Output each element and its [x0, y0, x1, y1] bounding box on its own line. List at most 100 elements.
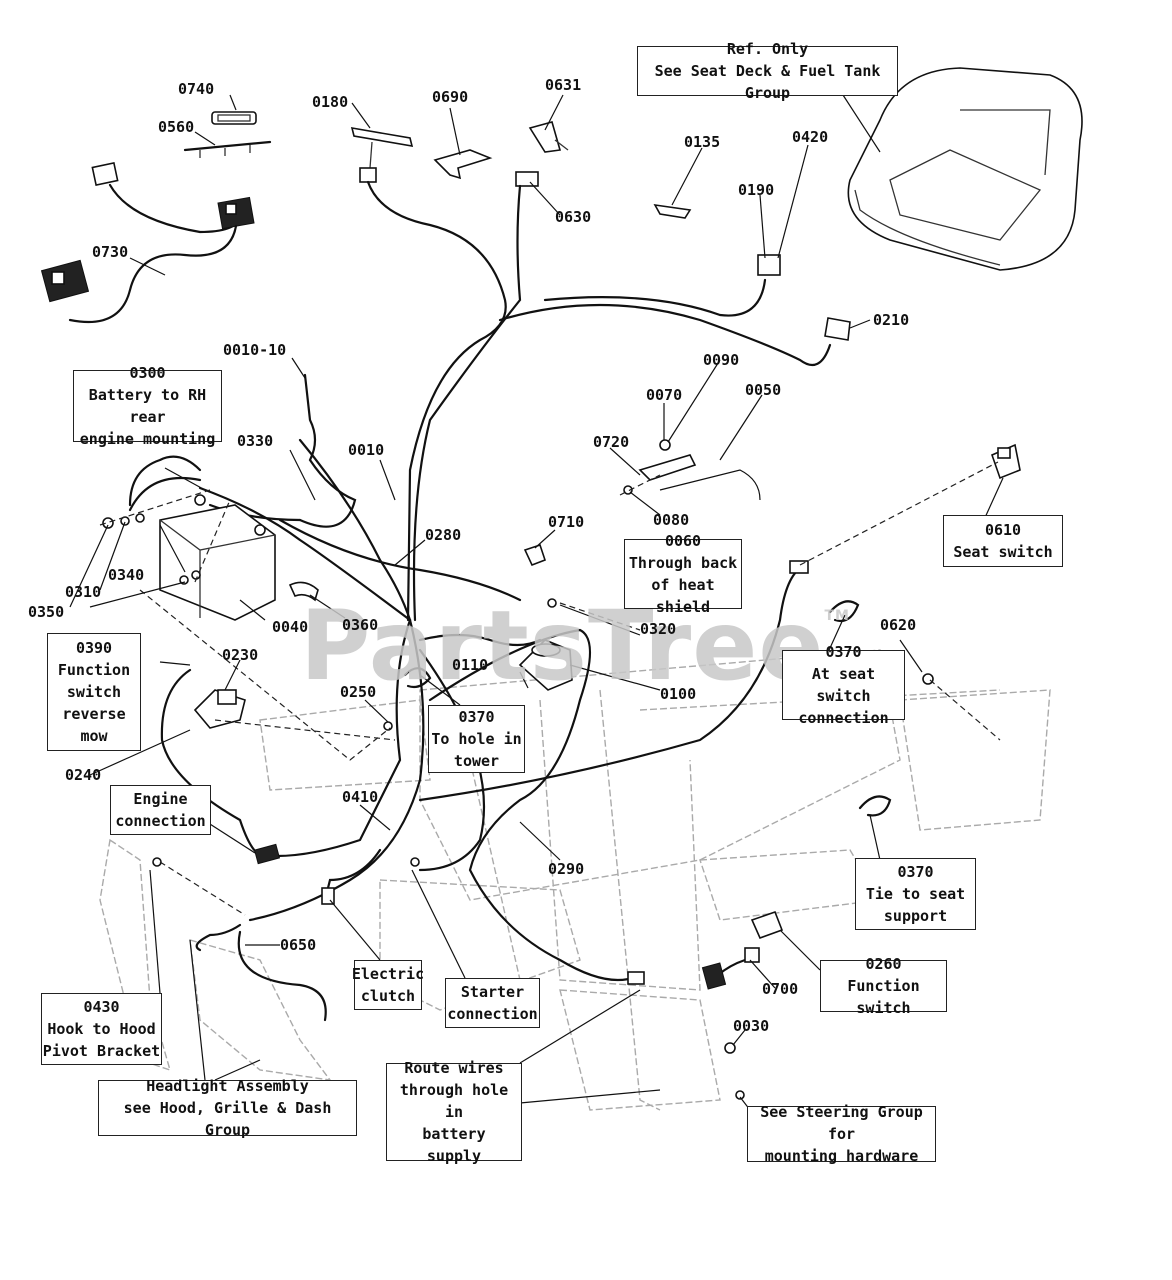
seat-switch-0610-illustration — [991, 443, 1021, 480]
callout-engine-connection: Engine connection — [110, 785, 211, 835]
part-label-0730: 0730 — [92, 243, 129, 261]
part-label-0560: 0560 — [158, 118, 195, 136]
callout-0370-support-line2: Tie to seat — [865, 885, 966, 903]
tie-0370-support-illustration — [858, 795, 892, 817]
callout-route-wires-line1: Route wires — [404, 1059, 504, 1077]
part-0560-illustration — [183, 140, 272, 152]
callout-0300-line1: 0300 — [129, 364, 166, 382]
callout-0370-tower-line3: tower — [453, 752, 500, 770]
part-label-0280: 0280 — [425, 526, 462, 544]
callout-0370-support: 0370 Tie to seat support — [855, 858, 976, 930]
part-label-0360: 0360 — [342, 616, 379, 634]
part-0230-illustration — [193, 689, 246, 729]
callout-route-wires-line2: through hole in — [399, 1081, 509, 1121]
callout-0370-tower: 0370 To hole in tower — [428, 705, 525, 773]
part-0190-illustration — [757, 254, 781, 276]
callout-0370-seat-line2: At seat switch — [811, 665, 876, 705]
part-label-0070: 0070 — [646, 386, 683, 404]
tie-0370-seat-illustration — [828, 600, 860, 623]
callout-headlight-assembly: Headlight Assembly see Hood, Grille & Da… — [98, 1077, 357, 1139]
callout-0300: 0300 Battery to RH rear engine mounting — [73, 364, 222, 448]
battery-0040-illustration — [159, 494, 276, 621]
function-switch-0260-illustration — [701, 910, 784, 990]
callout-0430-line3: Pivot Bracket — [42, 1042, 161, 1060]
clutch-connector — [321, 887, 335, 905]
callout-starter-connection-line1: Starter — [460, 983, 525, 1001]
part-label-0650: 0650 — [280, 936, 317, 954]
callout-electric-clutch-line2: clutch — [360, 987, 416, 1005]
callout-0390-line2: Function — [57, 661, 131, 679]
callout-steering-line2: mounting hardware — [764, 1147, 919, 1165]
part-label-0700: 0700 — [762, 980, 799, 998]
part-0135-illustration — [653, 203, 692, 219]
part-label-0720: 0720 — [593, 433, 630, 451]
callout-0370-seat: 0370 At seat switch connection — [782, 643, 905, 727]
callout-0430-line1: 0430 — [83, 998, 120, 1016]
part-0630-illustration — [515, 171, 539, 187]
part-0710-illustration — [523, 543, 547, 567]
part-label-0630: 0630 — [555, 208, 592, 226]
callout-0060: 0060 Through back of heat shield — [624, 532, 742, 616]
callout-0370-tower-line1: 0370 — [458, 708, 495, 726]
callout-0260-line2: Function switch — [847, 977, 920, 1017]
callout-0430: 0430 Hook to Hood Pivot Bracket — [41, 993, 162, 1065]
dashed-leader-lines — [99, 461, 1001, 916]
part-label-0631: 0631 — [545, 76, 582, 94]
callout-0610: 0610 Seat switch — [943, 515, 1063, 567]
leader-lines — [69, 94, 1004, 1111]
part-label-0090: 0090 — [703, 351, 740, 369]
callout-0610-line2: Seat switch — [953, 543, 1053, 561]
part-0690-illustration — [433, 149, 493, 180]
callout-route-wires-line4: supply — [426, 1147, 482, 1165]
part-label-0135: 0135 — [684, 133, 721, 151]
callout-ref-only-line1: Ref. Only — [726, 40, 809, 58]
part-label-0210: 0210 — [873, 311, 910, 329]
callout-0060-line3: of heat shield — [651, 576, 715, 616]
part-label-0010: 0010 — [348, 441, 385, 459]
part-label-0180: 0180 — [312, 93, 349, 111]
part-label-0110: 0110 — [452, 656, 489, 674]
callout-route-wires: Route wires through hole in battery supp… — [386, 1059, 522, 1165]
callout-0370-support-line1: 0370 — [897, 863, 934, 881]
callout-0260: 0260 Function switch — [820, 955, 947, 1017]
part-0720-illustration — [638, 454, 697, 481]
part-label-0620: 0620 — [880, 616, 917, 634]
callout-starter-connection: Starter connection — [445, 978, 540, 1028]
part-label-0010-10: 0010-10 — [223, 341, 287, 359]
part-0631-illustration — [528, 121, 569, 153]
seat-illustration — [847, 67, 1083, 271]
callout-0390-line3: switch — [66, 683, 122, 701]
callout-route-wires-line3: battery — [422, 1125, 486, 1143]
part-label-0240: 0240 — [65, 766, 102, 784]
part-label-0080: 0080 — [653, 511, 690, 529]
part-label-0330: 0330 — [237, 432, 274, 450]
part-label-0030: 0030 — [733, 1017, 770, 1035]
callout-0300-line2: Battery to RH rear — [88, 386, 207, 426]
callout-0370-tower-line2: To hole in — [431, 730, 522, 748]
callout-starter-connection-line2: connection — [447, 1005, 538, 1023]
callout-0260-line1: 0260 — [865, 955, 902, 973]
tie-0370-tower-illustration — [403, 667, 432, 689]
part-label-0690: 0690 — [432, 88, 469, 106]
seat-switch-connector — [789, 560, 809, 574]
part-label-0710: 0710 — [548, 513, 585, 531]
callout-ref-only: Ref. Only See Seat Deck & Fuel Tank Grou… — [637, 40, 898, 102]
part-label-0100: 0100 — [660, 685, 697, 703]
callout-engine-connection-line1: Engine — [133, 790, 188, 808]
partstree-watermark: PartsTreeTM — [300, 590, 850, 702]
part-label-0320: 0320 — [640, 620, 677, 638]
part-label-0250: 0250 — [340, 683, 377, 701]
callout-engine-connection-line2: connection — [115, 812, 206, 830]
starter-connector — [627, 971, 645, 985]
callout-0390-line4: reverse — [62, 705, 126, 723]
part-0180-illustration — [350, 127, 414, 183]
solenoid-0100-illustration — [518, 639, 573, 691]
engine-connector — [253, 843, 281, 865]
harness-0730 — [40, 161, 255, 324]
callout-0390-line5: mow — [80, 727, 108, 745]
part-label-0050: 0050 — [745, 381, 782, 399]
callout-0370-seat-line1: 0370 — [825, 643, 862, 661]
part-label-0310: 0310 — [65, 583, 102, 601]
